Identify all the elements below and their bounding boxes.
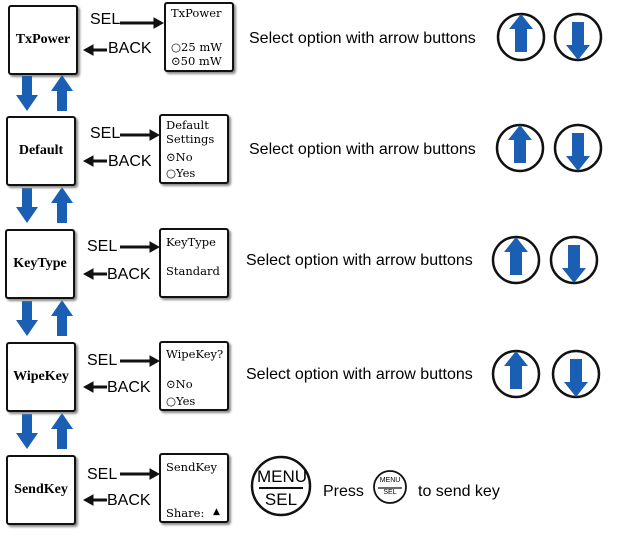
up-arrow-icon	[51, 75, 73, 111]
screen-title: KeyType	[166, 235, 216, 249]
back-label: BACK	[107, 266, 151, 283]
option-25mw: ○25 mW	[171, 40, 223, 54]
up-button-icon	[509, 14, 533, 52]
menu-label: TxPower	[15, 32, 71, 47]
down-button-icon	[566, 133, 590, 171]
sel-label: SEL	[87, 238, 118, 255]
screen-title: Default	[166, 118, 209, 132]
down-button-icon	[562, 245, 586, 283]
screen-title: SendKey	[166, 460, 218, 474]
press-label: Press	[323, 483, 364, 500]
instruction-text: Select option with arrow buttons	[246, 252, 473, 269]
option-no: ⊙No	[166, 150, 193, 164]
up-button-icon	[508, 125, 532, 163]
instruction-text: Select option with arrow buttons	[246, 366, 473, 383]
sel-label: SEL	[87, 352, 118, 369]
down-button-icon	[566, 22, 590, 60]
back-label: BACK	[108, 153, 152, 170]
screen-wipekey: WipeKey? ⊙No ○Yes	[159, 341, 229, 411]
screen-title: WipeKey?	[166, 347, 224, 361]
send-key-label: to send key	[418, 483, 500, 500]
down-arrow-icon	[16, 76, 38, 111]
menu-box-sendkey: SendKey	[6, 455, 76, 525]
menu-label: Default	[18, 143, 64, 158]
screen-default: Default Settings ⊙No ○Yes	[159, 114, 229, 184]
up-button-icon	[504, 351, 528, 389]
down-arrow-icon	[16, 414, 38, 449]
caret-up-icon: ▲	[213, 507, 220, 517]
instruction-text: Select option with arrow buttons	[249, 141, 476, 158]
menu-label: KeyType	[13, 256, 67, 271]
screen-value: Standard	[166, 264, 220, 278]
option-yes: ○Yes	[166, 166, 196, 180]
screen-title-2: Settings	[166, 132, 215, 146]
menu-box-wipekey: WipeKey	[6, 342, 76, 412]
screen-title: TxPower	[171, 6, 222, 20]
up-arrow-icon	[51, 413, 73, 449]
small-menu-bottom: SEL	[383, 489, 397, 496]
menu-button-top: MENU	[257, 467, 308, 486]
up-arrow-icon	[51, 187, 73, 223]
menu-box-default: Default	[6, 116, 76, 186]
sel-label: SEL	[90, 11, 121, 28]
menu-box-keytype: KeyType	[5, 229, 75, 299]
back-label: BACK	[108, 40, 152, 57]
instruction-text: Select option with arrow buttons	[249, 30, 476, 47]
menu-label: SendKey	[14, 482, 68, 497]
down-arrow-icon	[16, 301, 38, 336]
screen-txpower: TxPower ○25 mW ⊙50 mW	[164, 2, 234, 72]
back-label: BACK	[107, 379, 151, 396]
option-yes: ○Yes	[166, 394, 196, 408]
sel-label: SEL	[90, 125, 121, 142]
sel-label: SEL	[87, 466, 118, 483]
small-menu-top: MENU	[379, 477, 401, 484]
menu-button-bottom: SEL	[264, 490, 298, 509]
screen-keytype: KeyType Standard	[159, 228, 229, 298]
menu-box-txpower: TxPower	[8, 5, 78, 75]
down-button-icon	[564, 359, 588, 397]
up-button-icon	[504, 237, 528, 275]
back-label: BACK	[107, 492, 151, 509]
screen-sendkey: SendKey Share: ▲	[159, 453, 229, 523]
menu-label: WipeKey	[13, 369, 69, 384]
up-arrow-icon	[51, 300, 73, 336]
option-50mw: ⊙50 mW	[171, 54, 222, 68]
down-arrow-icon	[16, 188, 38, 223]
option-no: ⊙No	[166, 377, 193, 391]
share-label: Share:	[166, 506, 205, 520]
